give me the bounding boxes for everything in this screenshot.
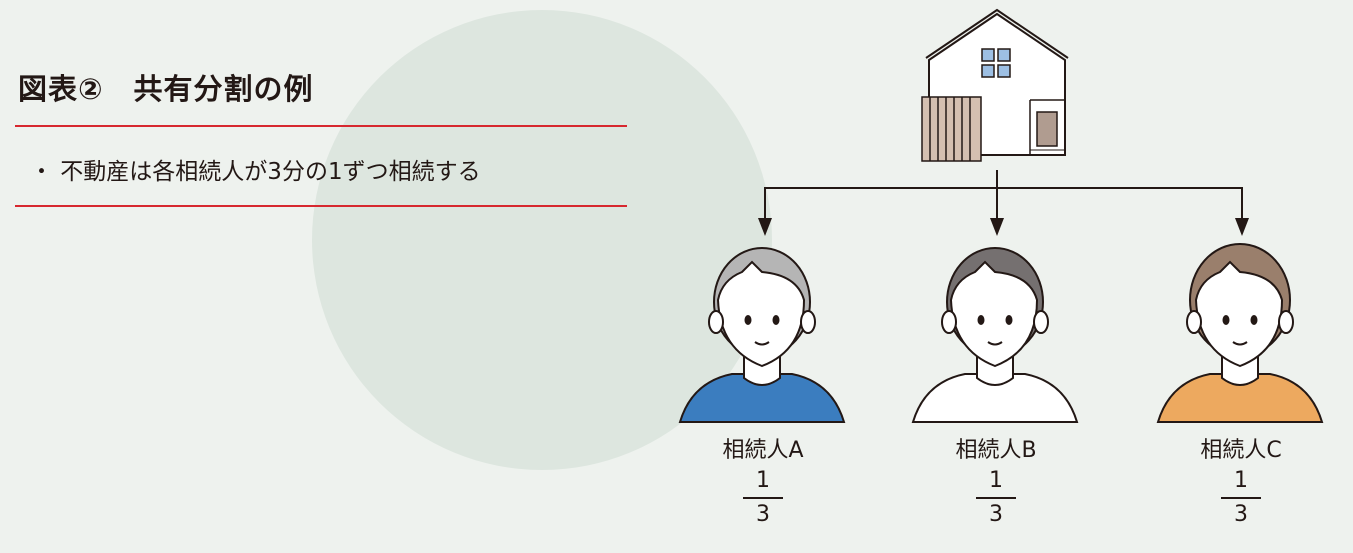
person-a-icon: [678, 247, 846, 423]
description-bullet: ・ 不動産は各相続人が3分の1ずつ相続する: [30, 159, 481, 185]
house-icon: [921, 8, 1069, 162]
numerator: 1: [1234, 468, 1248, 493]
bottom-divider: [15, 205, 627, 207]
title-divider: [15, 125, 627, 127]
denominator: 3: [989, 501, 1003, 527]
denominator: 3: [756, 501, 770, 527]
heir-name: 相続人B: [955, 438, 1037, 463]
denominator: 3: [1234, 501, 1248, 527]
person-c-icon: [1156, 243, 1324, 423]
numerator: 1: [989, 468, 1003, 493]
fraction-bar: [743, 497, 783, 499]
figure-title: 図表② 共有分割の例: [18, 72, 314, 106]
heir-name: 相続人C: [1200, 438, 1282, 463]
fraction-bar: [1221, 497, 1261, 499]
fraction-bar: [976, 497, 1016, 499]
distribution-arrows: [758, 170, 1249, 236]
heir-name: 相続人A: [722, 438, 804, 463]
person-b-icon: [911, 247, 1079, 423]
numerator: 1: [756, 468, 770, 493]
